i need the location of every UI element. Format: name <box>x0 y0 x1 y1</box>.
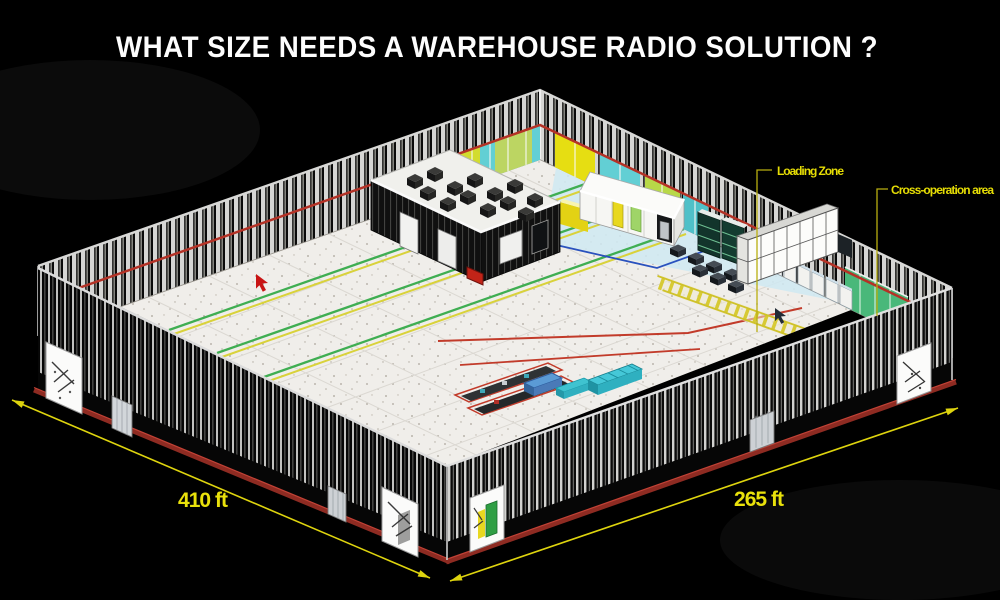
yellow-room-nw <box>495 127 532 176</box>
callout-leader-line <box>756 169 772 332</box>
office-door <box>399 211 419 255</box>
callout-leader-line <box>876 188 888 316</box>
background-blotch <box>720 480 1000 600</box>
arrowhead <box>945 408 958 416</box>
door-opening <box>381 486 419 558</box>
vending-machine <box>659 220 670 241</box>
dark-arrow-cursor-icon <box>775 308 786 324</box>
red-equipment-box <box>466 266 484 286</box>
office-door <box>437 228 457 270</box>
background-blotch <box>0 60 260 200</box>
door-opening <box>45 341 83 415</box>
dimension-label-265ft: 265 ft <box>734 488 784 511</box>
arrowhead <box>450 573 463 581</box>
front-left-wall <box>33 266 451 565</box>
red-base-band <box>33 387 451 565</box>
yellow-door <box>612 200 624 229</box>
cross-operation-callout: Cross-operation area <box>876 183 994 316</box>
page-title: WHAT SIZE NEEDS A WAREHOUSE RADIO SOLUTI… <box>116 31 878 64</box>
wall-panel-door <box>327 485 347 523</box>
front-right-wall <box>445 286 957 565</box>
red-base-highlight <box>445 378 957 561</box>
office-window <box>499 229 523 265</box>
office-building <box>369 149 562 286</box>
cross-operation-area-label: Cross-operation area <box>891 183 994 197</box>
red-base-band <box>445 379 957 565</box>
wall-cap <box>446 286 953 468</box>
white-shelving-unit <box>735 203 852 285</box>
conveyor-equipment-cluster <box>461 363 644 414</box>
dimension-front-right: 265 ft <box>449 407 959 582</box>
roof-fascia <box>579 189 686 220</box>
arrowhead <box>12 400 25 408</box>
staff-building <box>579 171 686 247</box>
loading-zone-label: Loading Zone <box>777 164 844 178</box>
dimension-label-410ft: 410 ft <box>178 489 228 512</box>
door-opening <box>469 484 505 553</box>
wall-cap <box>37 266 448 468</box>
door-opening <box>896 342 932 405</box>
office-dark-door <box>531 219 549 255</box>
dimension-front-left: 410 ft <box>11 399 431 579</box>
red-arrow-cursor-icon <box>256 274 268 292</box>
green-machine <box>485 500 498 538</box>
red-base-highlight <box>33 386 451 561</box>
loading-zone-callout: Loading Zone <box>756 164 844 332</box>
green-door <box>630 205 642 233</box>
arrowhead <box>417 570 430 578</box>
rack-end-machine <box>838 234 852 258</box>
